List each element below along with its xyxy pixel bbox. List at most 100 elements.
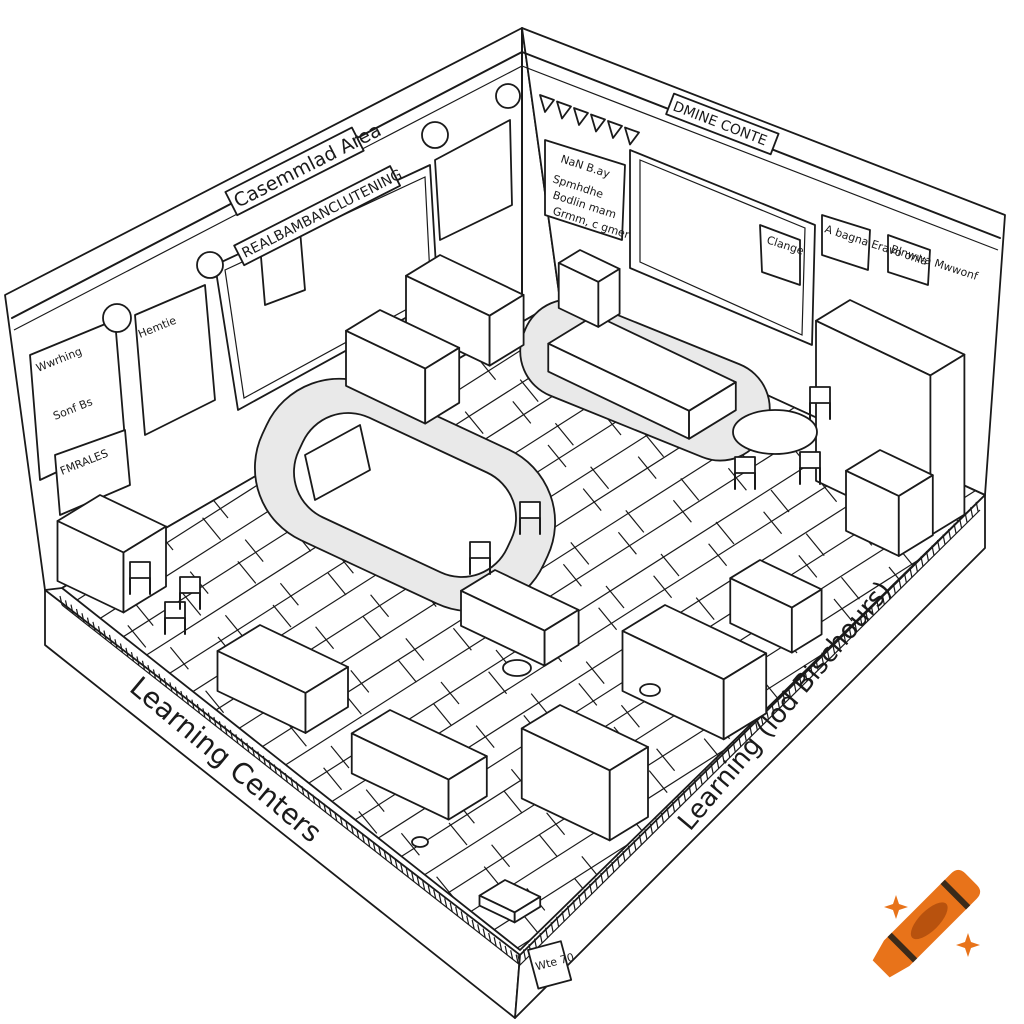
ruler-tick <box>942 534 946 545</box>
ruler-tick <box>749 725 753 736</box>
ruler-tick <box>108 634 113 645</box>
ruler-tick <box>716 758 720 769</box>
ruler-tick <box>688 785 692 796</box>
trash-bin <box>639 683 661 697</box>
ruler-tick <box>821 654 825 665</box>
ruler-tick <box>859 616 863 627</box>
plank-line <box>981 947 985 950</box>
ruler-tick <box>504 945 508 956</box>
clock-icon <box>196 251 224 279</box>
poster-board-small <box>434 119 513 241</box>
left-shelf-side <box>424 346 461 425</box>
right-cart <box>845 449 934 557</box>
plank-joint <box>660 553 680 577</box>
chair <box>129 561 151 579</box>
plank-joint <box>405 638 425 661</box>
flag <box>556 100 572 120</box>
ruler-tick <box>815 660 819 671</box>
plank-joint <box>562 563 582 587</box>
plank-joint <box>672 499 692 523</box>
ruler-tick <box>515 954 519 964</box>
ruler-tick <box>75 608 80 619</box>
ruler-tick <box>405 868 409 878</box>
ruler-tick <box>809 665 814 676</box>
ruler-tick <box>328 807 332 817</box>
ruler-tick <box>449 902 453 912</box>
chair-legs <box>519 517 541 535</box>
ruler-tick <box>600 872 604 884</box>
ruler-tick <box>898 578 902 589</box>
ruler-tick <box>655 818 659 829</box>
plank-joint <box>578 683 598 706</box>
plank-joint <box>637 456 657 479</box>
chair-legs <box>129 577 151 595</box>
ruler-tick <box>191 699 195 709</box>
ruler-tick <box>301 785 305 796</box>
plank-joint <box>244 539 264 562</box>
plank-joint <box>538 834 558 857</box>
plank-joint <box>503 790 523 814</box>
ruler-tick <box>953 523 957 534</box>
base-right-face <box>514 494 986 1019</box>
plank-joint <box>546 812 566 836</box>
ruler-tick <box>389 855 393 865</box>
flag <box>624 126 640 146</box>
crayon-icon <box>872 869 981 978</box>
ruler-tick <box>793 681 797 693</box>
small-cabinet-side <box>597 267 621 328</box>
flag <box>607 120 623 139</box>
floor-box-side <box>513 895 542 924</box>
ruler-tick <box>826 649 830 660</box>
ruler-tick <box>561 911 565 922</box>
ruler-tick <box>837 638 841 649</box>
ruler-tick <box>517 954 521 966</box>
ruler-tick <box>545 927 549 938</box>
flag <box>573 107 589 126</box>
bunting-flags <box>539 94 640 146</box>
ruler-tick <box>694 780 698 791</box>
ruler-tick <box>466 915 470 925</box>
ruler-tick <box>627 845 631 856</box>
ruler-tick <box>925 550 930 562</box>
whiteboard-note-paper <box>759 224 801 286</box>
plank-joint <box>400 832 420 856</box>
round-table <box>732 409 818 455</box>
ruler-tick <box>383 850 387 861</box>
right-cart-side <box>897 474 934 557</box>
plank-joint <box>833 598 853 622</box>
ruler-tick <box>699 774 703 785</box>
activity-table <box>216 624 349 734</box>
ruler-tick <box>86 617 91 627</box>
back-whiteboard <box>629 149 816 346</box>
plank-joint <box>169 646 189 670</box>
ruler-tick <box>964 512 968 523</box>
ruler-tick <box>438 893 442 904</box>
ruler-tick <box>843 632 847 643</box>
wall-trim <box>13 65 999 331</box>
left-shelf <box>345 309 461 425</box>
side-table-side <box>790 588 823 654</box>
ruler-tick <box>611 862 615 873</box>
plank-joint <box>464 411 484 434</box>
plank-joint <box>715 521 735 545</box>
ruler-tick <box>936 539 941 551</box>
ruler-tick <box>273 764 277 774</box>
ruler-tick <box>605 867 609 878</box>
plank-joint <box>452 627 472 651</box>
ruler-tick <box>892 583 896 594</box>
chair-legs <box>469 557 491 575</box>
plank-joint <box>397 659 417 683</box>
clock-icon <box>421 121 449 149</box>
ruler-tick <box>229 729 233 740</box>
low-shelf <box>520 704 649 842</box>
flag <box>539 94 555 113</box>
ruler-tick <box>339 816 343 826</box>
plank-joint <box>475 725 495 748</box>
ruler-tick <box>721 752 725 764</box>
plank-joint <box>966 632 985 655</box>
plank-joint <box>840 576 860 600</box>
ruler-tick <box>865 610 869 622</box>
ruler-tick <box>279 768 283 778</box>
chair <box>164 601 186 619</box>
